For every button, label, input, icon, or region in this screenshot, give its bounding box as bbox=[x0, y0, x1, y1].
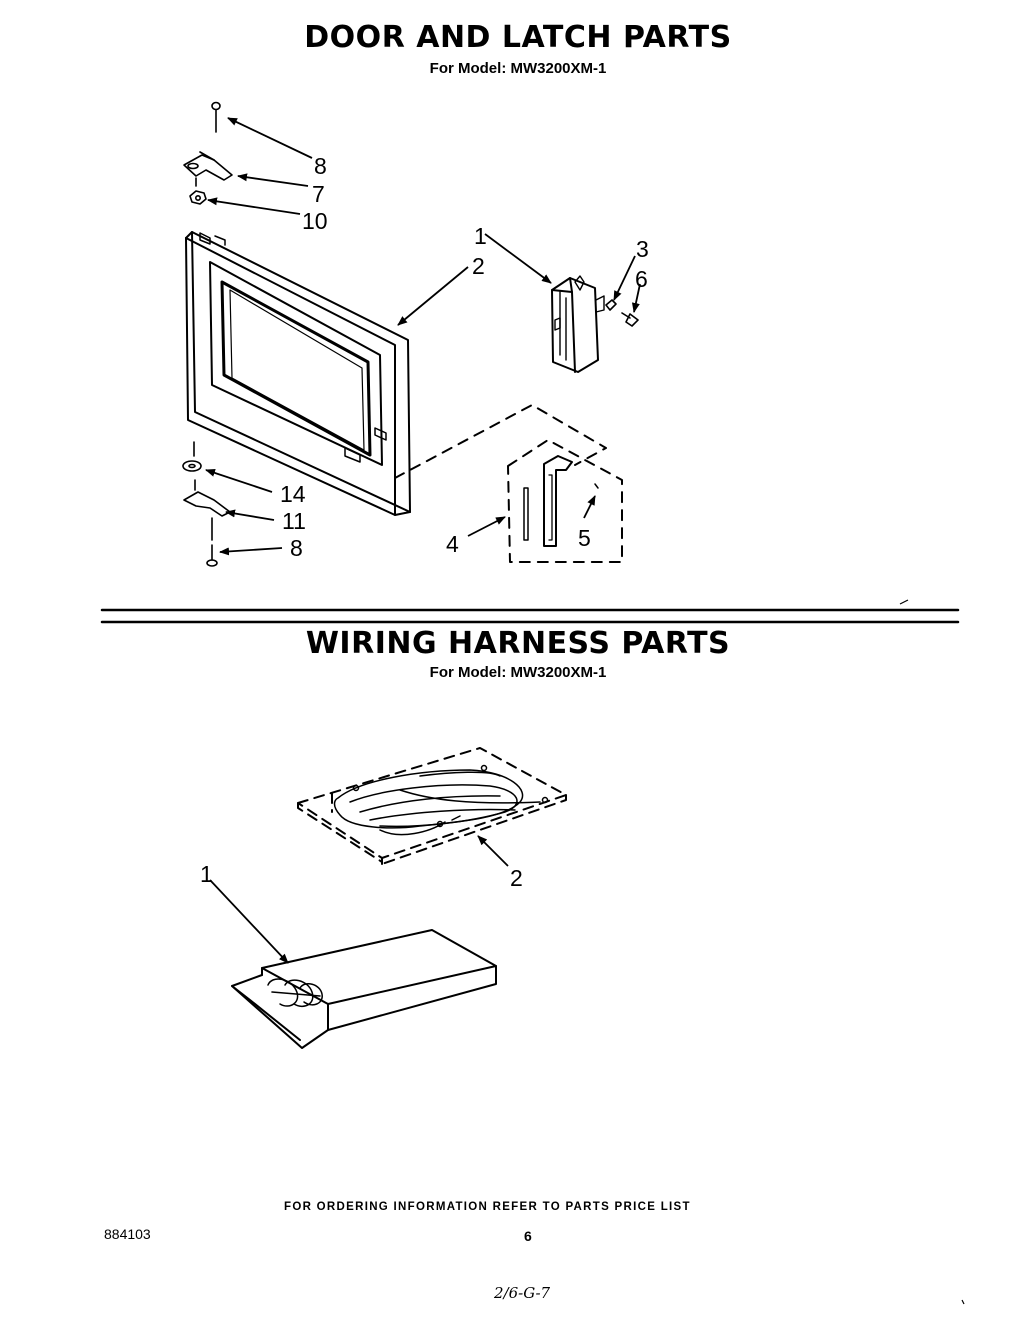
door-panel bbox=[185, 231, 411, 516]
callout-label: 11 bbox=[282, 508, 306, 534]
door-section-title: DOOR AND LATCH PARTS bbox=[304, 20, 732, 55]
leader-lines bbox=[205, 117, 641, 964]
top-hinge-bracket bbox=[183, 151, 233, 181]
page-number: 6 bbox=[524, 1228, 532, 1244]
callout-label: 5 bbox=[578, 525, 591, 551]
callout-label: 4 bbox=[446, 531, 459, 557]
latch-kit bbox=[394, 404, 623, 563]
callout-label: 10 bbox=[302, 208, 328, 234]
wiring-harness-wires bbox=[333, 764, 549, 836]
bottom-hinge-bracket bbox=[183, 479, 231, 541]
door-callouts: 8 7 10 1 2 3 6 14 11 8 4 5 bbox=[280, 153, 649, 561]
door-section-subtitle: For Model: MW3200XM-1 bbox=[429, 60, 607, 77]
bottom-hinge-screw bbox=[206, 544, 218, 567]
top-hinge-screw bbox=[211, 101, 221, 133]
callout-label: 14 bbox=[280, 481, 306, 507]
callout-label: 6 bbox=[635, 266, 648, 292]
callout-label: 3 bbox=[636, 236, 649, 262]
switch-screw-6 bbox=[621, 312, 639, 327]
callout-label: 2 bbox=[472, 253, 485, 279]
callout-label: 7 bbox=[312, 181, 325, 207]
latch-switch-assembly bbox=[551, 275, 605, 373]
wiring-harness-box bbox=[297, 747, 567, 865]
callout-label: 2 bbox=[510, 865, 523, 891]
top-hinge-nut bbox=[189, 177, 207, 205]
bottom-washer bbox=[182, 441, 202, 472]
wiring-section-subtitle: For Model: MW3200XM-1 bbox=[429, 664, 607, 681]
ordering-note: FOR ORDERING INFORMATION REFER TO PARTS … bbox=[284, 1201, 691, 1213]
harness-package bbox=[231, 929, 497, 1049]
callout-label: 1 bbox=[200, 861, 213, 887]
callout-label: 8 bbox=[314, 153, 327, 179]
doc-number: 884103 bbox=[104, 1226, 151, 1242]
switch-screw-3 bbox=[605, 299, 617, 311]
callout-label: 1 bbox=[474, 223, 487, 249]
handwritten-note: 2/6-G-7 bbox=[494, 1284, 551, 1302]
wiring-section-title: WIRING HARNESS PARTS bbox=[305, 626, 731, 661]
scan-marks bbox=[899, 599, 965, 1305]
callout-label: 8 bbox=[290, 535, 303, 561]
wiring-callouts: 2 1 bbox=[200, 861, 523, 891]
